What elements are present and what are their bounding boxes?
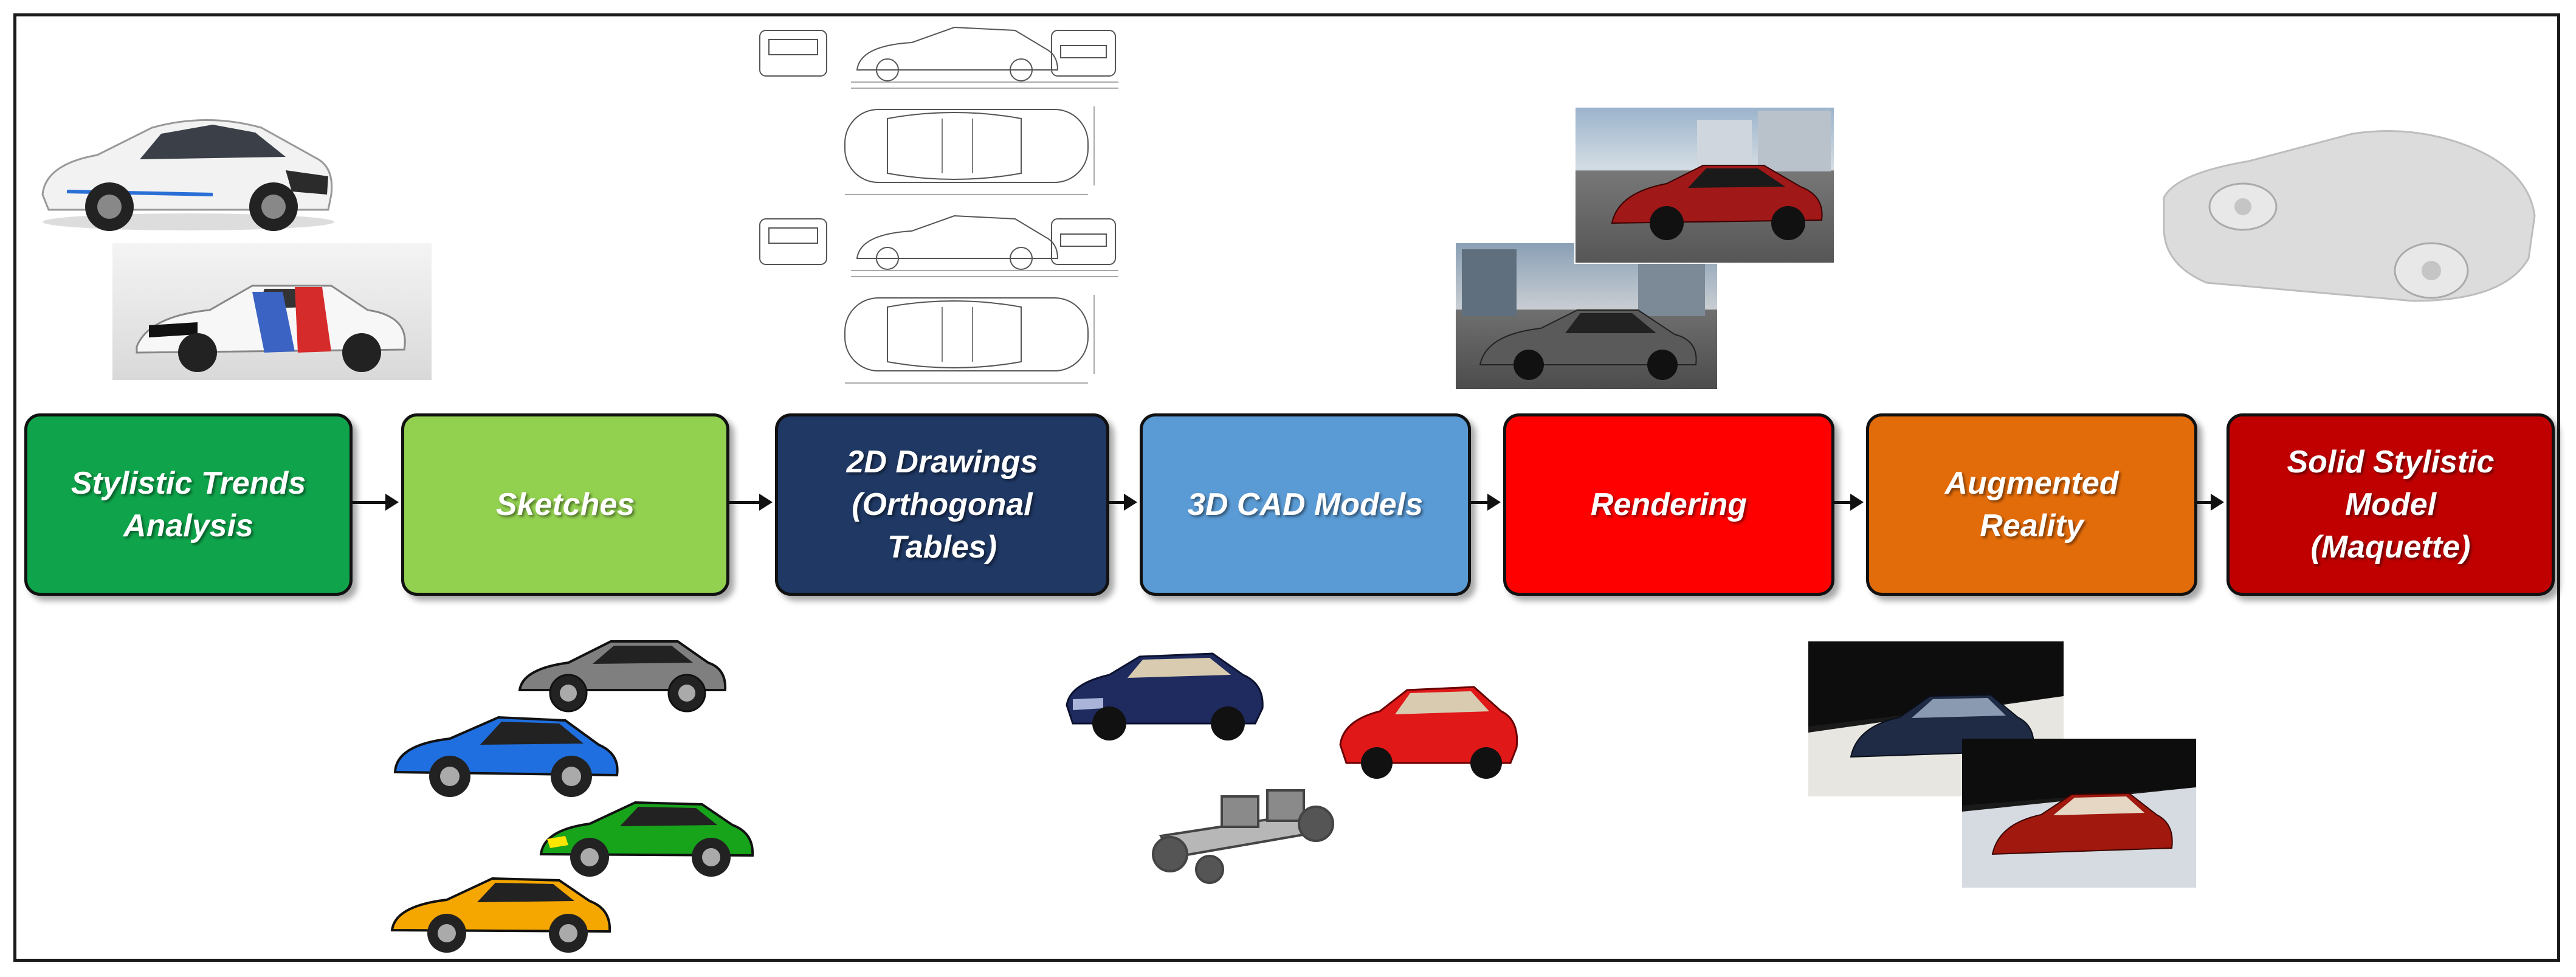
- flow-arrow: [353, 494, 399, 511]
- step-label: Solid Stylistic Model (Maquette): [2287, 444, 2495, 565]
- step-3d-cad-models: 3D CAD Models: [1140, 413, 1471, 596]
- step-sketches: Sketches: [401, 413, 729, 596]
- step-label: Rendering: [1590, 486, 1748, 522]
- orthographic-drawing-icon: [759, 215, 1118, 384]
- ar-car-icon: [1962, 739, 2196, 888]
- car-photo-icon: [41, 119, 334, 231]
- render-photo-icon: [1456, 243, 1717, 389]
- sketch-car-icon: [390, 877, 611, 953]
- clay-model-icon: [2163, 130, 2536, 302]
- step-label: Augmented Reality: [1944, 465, 2119, 544]
- step-augmented-reality: Augmented Reality: [1866, 413, 2197, 596]
- render-photo-icon: [1574, 106, 1835, 264]
- flow-arrow: [2197, 494, 2224, 511]
- sketch-car-icon: [393, 716, 619, 797]
- sketch-car-icon: [518, 640, 727, 713]
- orthographic-drawing-icon: [759, 26, 1118, 195]
- step-label: Sketches: [495, 486, 635, 522]
- flow-arrow: [1834, 494, 1864, 511]
- cad-car-icon: [1066, 652, 1264, 741]
- step-rendering: Rendering: [1503, 413, 1834, 596]
- sketch-car-icon: [539, 801, 754, 877]
- race-car-photo-icon: [112, 243, 432, 380]
- step-2d-drawings: 2D Drawings (Orthogonal Tables): [775, 413, 1109, 596]
- step-label: 3D CAD Models: [1187, 486, 1424, 522]
- step-solid-stylistic-model: Solid Stylistic Model (Maquette): [2226, 413, 2555, 596]
- flow-arrow: [1471, 494, 1501, 511]
- step-stylistic-trends-analysis: Stylistic Trends Analysis: [24, 413, 353, 596]
- flow-arrow: [1109, 494, 1137, 511]
- cad-car-icon: [1339, 686, 1518, 779]
- step-label: 2D Drawings (Orthogonal Tables): [846, 444, 1038, 565]
- chassis-icon: [1152, 789, 1334, 884]
- step-label: Stylistic Trends Analysis: [71, 465, 306, 544]
- flow-arrow: [729, 494, 773, 511]
